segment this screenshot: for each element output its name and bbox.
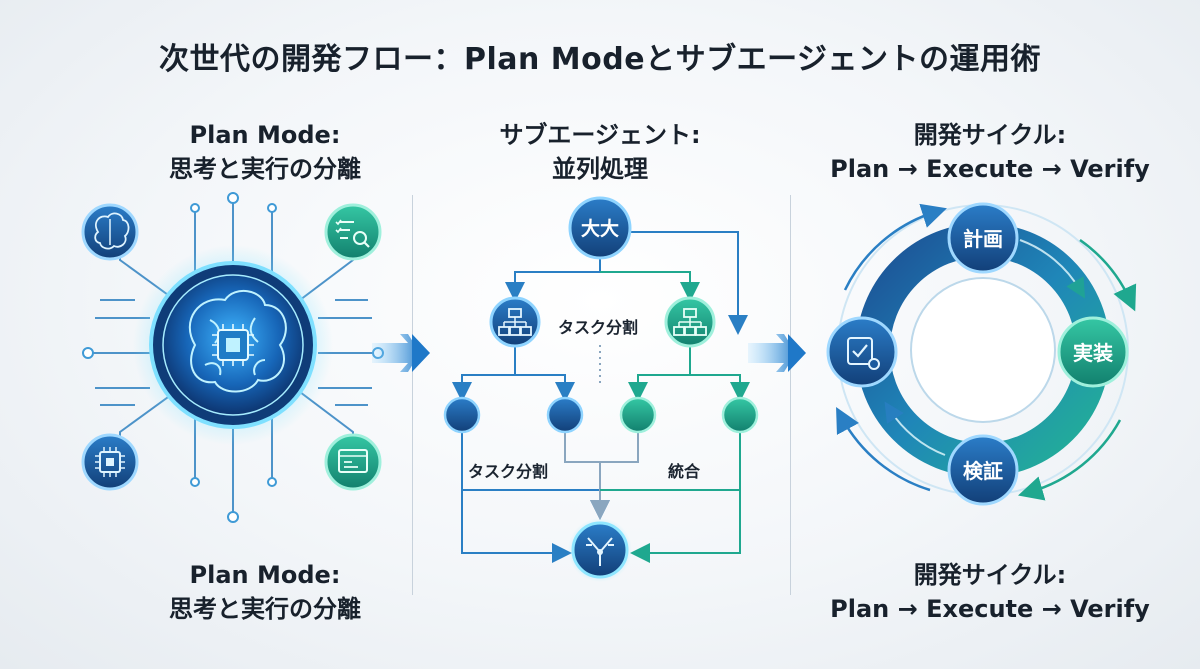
plan-mode-heading-bottom: Plan Mode: 思考と実行の分離 (120, 558, 410, 626)
terminal-window-icon (324, 433, 382, 491)
heading-line: Plan → Execute → Verify (830, 595, 1150, 623)
dev-cycle-heading-top: 開発サイクル: Plan → Execute → Verify (820, 118, 1160, 186)
heading-line: 並列処理 (552, 155, 648, 183)
step-verify-label: 検証 (963, 459, 1003, 483)
root-agent-node: 大大 (568, 196, 632, 260)
dev-cycle-heading-bottom: 開発サイクル: Plan → Execute → Verify (820, 558, 1160, 626)
step-plan-node: 計画 (947, 202, 1019, 274)
subagent-leaf-nodes (443, 396, 759, 434)
chevron-right-icon (372, 334, 430, 372)
root-agent-label: 大大 (581, 217, 619, 240)
step-execute-node: 実装 (1057, 316, 1129, 388)
check-review-icon (826, 316, 898, 388)
step-plan-label: 計画 (963, 227, 1003, 251)
brain-icon (81, 203, 139, 261)
heading-line: 開発サイクル: (913, 121, 1067, 149)
subagent-heading: サブエージェント: 並列処理 (440, 118, 760, 186)
page-title: 次世代の開発フロー：Plan Modeとサブエージェントの運用術 (158, 42, 1041, 77)
divider-right (790, 195, 791, 595)
heading-line: 思考と実行の分離 (169, 595, 361, 623)
plan-mode-heading-top: Plan Mode: 思考と実行の分離 (120, 118, 410, 186)
leaf-node (619, 396, 657, 434)
leaf-node (443, 396, 481, 434)
hierarchy-icon (664, 296, 716, 348)
label-task-split-top: タスク分割 (558, 318, 639, 337)
label-merge: 統合 (668, 462, 701, 481)
heading-line: サブエージェント: (499, 121, 701, 149)
hierarchy-icon (489, 296, 541, 348)
checklist-search-icon (324, 203, 382, 261)
leaf-node (721, 396, 759, 434)
chip-icon (81, 433, 139, 491)
merge-icon (568, 518, 632, 582)
heading-line: Plan Mode: (189, 561, 341, 589)
step-execute-label: 実装 (1073, 341, 1113, 365)
leaf-node (546, 396, 584, 434)
brain-chip-icon (188, 290, 287, 393)
heading-line: Plan → Execute → Verify (830, 155, 1150, 183)
chevron-right-icon (748, 334, 806, 372)
heading-line: 開発サイクル: (913, 561, 1067, 589)
heading-line: 思考と実行の分離 (169, 155, 361, 183)
subagent-connectors (452, 231, 750, 563)
label-task-split-bottom: タスク分割 (468, 462, 549, 481)
heading-line: Plan Mode: (189, 121, 341, 149)
step-verify-node: 検証 (947, 434, 1019, 506)
divider-left (412, 195, 413, 595)
